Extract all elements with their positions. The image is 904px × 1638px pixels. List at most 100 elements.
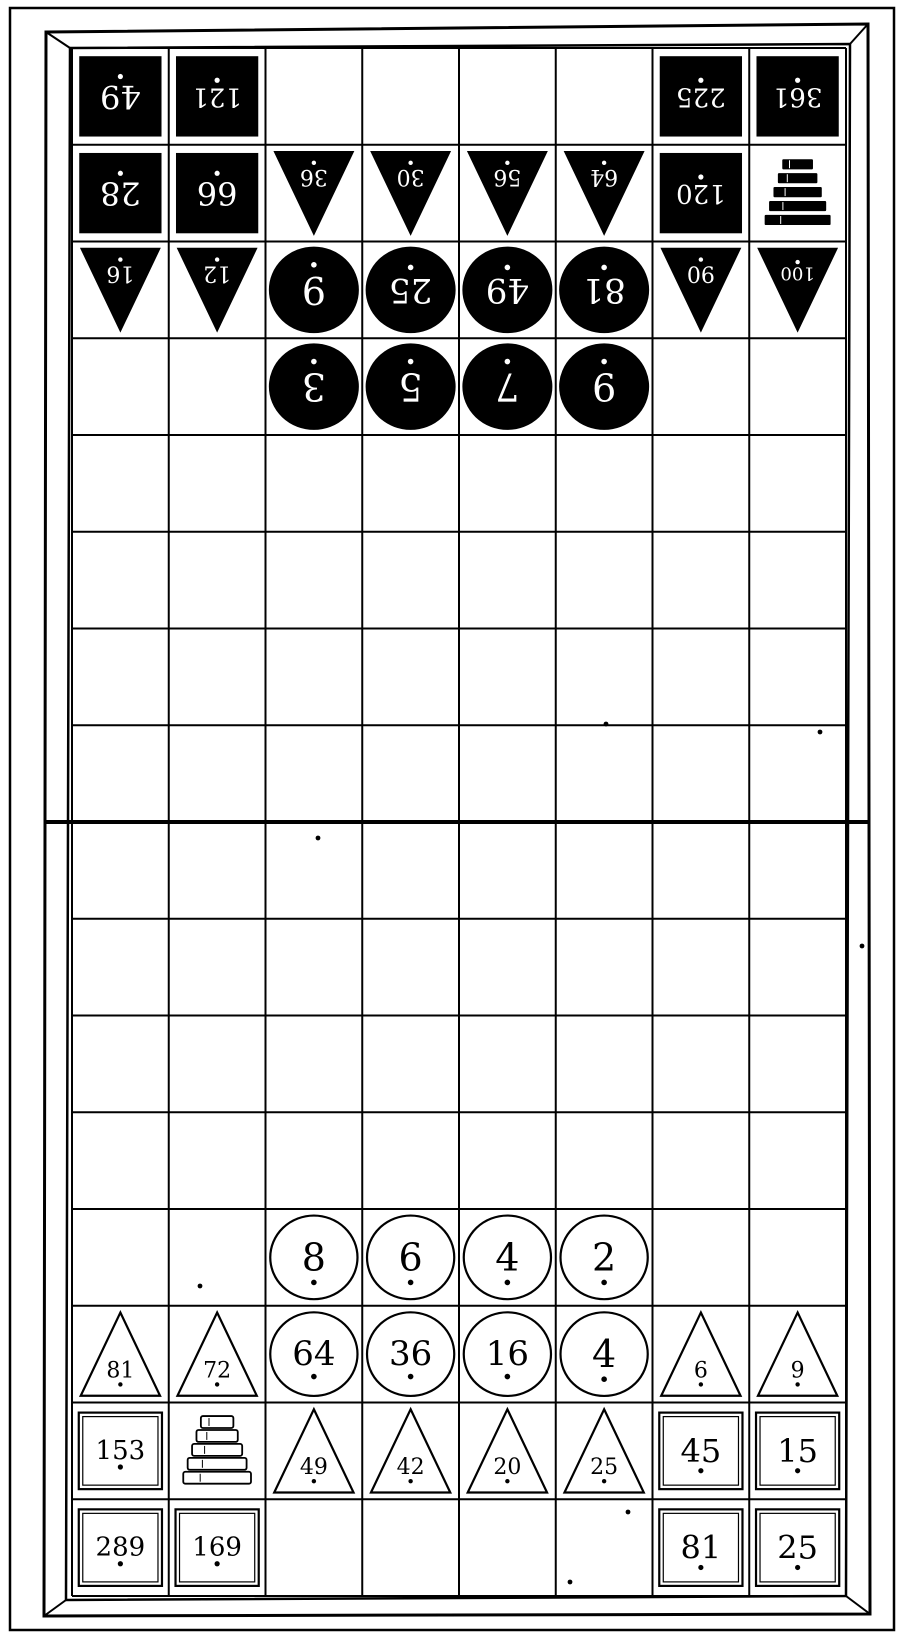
white-piece-numeral: 169	[192, 1533, 242, 1563]
black-triangle-piece-64[interactable]: 64	[564, 152, 643, 235]
black-square-piece-361[interactable]: 361	[757, 57, 838, 136]
numeral-dot	[505, 1374, 511, 1380]
black-square-piece-121[interactable]: 121	[176, 57, 257, 136]
white-triangle-piece-20[interactable]: 20	[468, 1409, 547, 1492]
black-piece-numeral: 12	[203, 261, 231, 286]
white-circle-piece-16[interactable]: 16	[464, 1312, 551, 1396]
white-square-piece-45[interactable]: 45	[659, 1413, 742, 1490]
white-triangle-piece-6[interactable]: 6	[661, 1313, 740, 1396]
black-piece-numeral: 9	[592, 365, 616, 409]
black-triangle-piece-56[interactable]: 56	[468, 152, 547, 235]
black-square-piece-28[interactable]: 28	[80, 153, 161, 232]
numeral-dot	[312, 1479, 316, 1483]
numeral-dot	[311, 1280, 317, 1286]
white-triangle-piece-49[interactable]: 49	[274, 1409, 353, 1492]
numeral-dot	[699, 1382, 703, 1386]
black-circle-piece-3[interactable]: 3	[269, 344, 358, 429]
black-triangle-piece-90[interactable]: 90	[661, 248, 740, 331]
black-circle-piece-7[interactable]: 7	[463, 344, 552, 429]
black-circle-piece-25[interactable]: 25	[366, 247, 455, 332]
black-triangle-piece-36[interactable]: 36	[274, 152, 353, 235]
numeral-dot	[408, 1280, 414, 1286]
ink-speck	[626, 1510, 631, 1515]
white-pyramid-piece[interactable]	[183, 1416, 251, 1484]
white-square-piece-153[interactable]: 153	[79, 1413, 162, 1490]
white-square-piece-169[interactable]: 169	[176, 1509, 259, 1586]
numeral-dot	[408, 265, 414, 271]
white-piece-numeral: 4	[592, 1332, 616, 1376]
white-piece-numeral: 15	[777, 1432, 818, 1470]
white-triangle-piece-9[interactable]: 9	[758, 1313, 837, 1396]
black-circle-piece-9[interactable]: 9	[269, 247, 358, 332]
white-circle-piece-64[interactable]: 64	[270, 1312, 357, 1396]
ink-speck	[316, 836, 321, 841]
pyramid-icon	[183, 1416, 251, 1484]
white-piece-numeral: 25	[590, 1455, 618, 1480]
numeral-dot	[505, 161, 509, 165]
black-piece-numeral: 16	[106, 261, 134, 286]
ink-speck	[568, 1580, 573, 1585]
white-square-piece-81[interactable]: 81	[659, 1509, 742, 1586]
black-piece-numeral: 361	[773, 81, 823, 111]
white-piece-numeral: 4	[495, 1235, 519, 1279]
numeral-group: 153	[96, 1436, 146, 1470]
black-square-piece-66[interactable]: 66	[176, 153, 257, 232]
white-circle-piece-6[interactable]: 6	[367, 1216, 454, 1300]
white-circle-piece-36[interactable]: 36	[367, 1312, 454, 1396]
black-square-piece-225[interactable]: 225	[660, 57, 741, 136]
black-triangle-piece-100[interactable]: 100	[758, 248, 837, 331]
white-triangle-piece-72[interactable]: 72	[177, 1313, 256, 1396]
black-circle-piece-5[interactable]: 5	[366, 344, 455, 429]
pyramid-tier	[188, 1458, 247, 1470]
black-piece-numeral: 49	[100, 77, 141, 115]
black-circle-piece-49[interactable]: 49	[463, 247, 552, 332]
numeral-dot	[601, 1376, 607, 1382]
white-circle-piece-2[interactable]: 2	[561, 1216, 648, 1300]
numeral-dot	[215, 78, 220, 83]
black-piece-numeral: 28	[100, 174, 141, 212]
black-piece-numeral: 36	[300, 164, 328, 189]
numeral-dot	[311, 359, 317, 365]
black-circle-piece-9[interactable]: 9	[560, 344, 649, 429]
numeral-group: 28	[100, 171, 141, 212]
white-piece-numeral: 6	[399, 1235, 423, 1279]
black-triangle-piece-30[interactable]: 30	[371, 152, 450, 235]
white-triangle-piece-81[interactable]: 81	[81, 1313, 160, 1396]
black-piece-numeral: 56	[493, 164, 521, 189]
white-square-piece-289[interactable]: 289	[79, 1509, 162, 1586]
black-triangle-piece-16[interactable]: 16	[81, 248, 160, 331]
black-piece-numeral: 90	[687, 261, 715, 286]
black-pyramid-piece[interactable]	[764, 158, 832, 226]
numeral-dot	[602, 1479, 606, 1483]
board-grid	[46, 48, 868, 1596]
white-circle-piece-8[interactable]: 8	[270, 1216, 357, 1300]
white-circle-piece-4[interactable]: 4	[561, 1312, 648, 1396]
white-circle-piece-4[interactable]: 4	[464, 1216, 551, 1300]
white-triangle-piece-42[interactable]: 42	[371, 1409, 450, 1492]
white-piece-numeral: 153	[96, 1436, 146, 1466]
numeral-dot	[602, 161, 606, 165]
black-triangle-piece-12[interactable]: 12	[177, 248, 256, 331]
white-piece-numeral: 8	[302, 1235, 326, 1279]
numeral-dot	[795, 1565, 800, 1570]
white-square-piece-15[interactable]: 15	[756, 1413, 839, 1490]
black-square-piece-120[interactable]: 120	[660, 153, 741, 232]
pyramid-tier	[764, 214, 832, 226]
black-circle-piece-81[interactable]: 81	[560, 247, 649, 332]
numeral-dot	[795, 1382, 799, 1386]
black-piece-numeral: 5	[399, 365, 423, 409]
numeral-dot	[505, 1280, 511, 1286]
numeral-group: 361	[773, 78, 823, 112]
numeral-dot	[408, 1479, 412, 1483]
black-square-piece-49[interactable]: 49	[80, 57, 161, 136]
white-piece-numeral: 64	[292, 1334, 335, 1374]
frame-corner-bl	[44, 1600, 66, 1616]
black-piece-numeral: 25	[389, 270, 432, 310]
white-piece-numeral: 20	[493, 1455, 521, 1480]
pyramid-tier	[777, 172, 818, 184]
white-square-piece-25[interactable]: 25	[756, 1509, 839, 1586]
pyramid-tier	[183, 1472, 251, 1484]
white-triangle-piece-25[interactable]: 25	[564, 1409, 643, 1492]
numeral-dot	[215, 1382, 219, 1386]
